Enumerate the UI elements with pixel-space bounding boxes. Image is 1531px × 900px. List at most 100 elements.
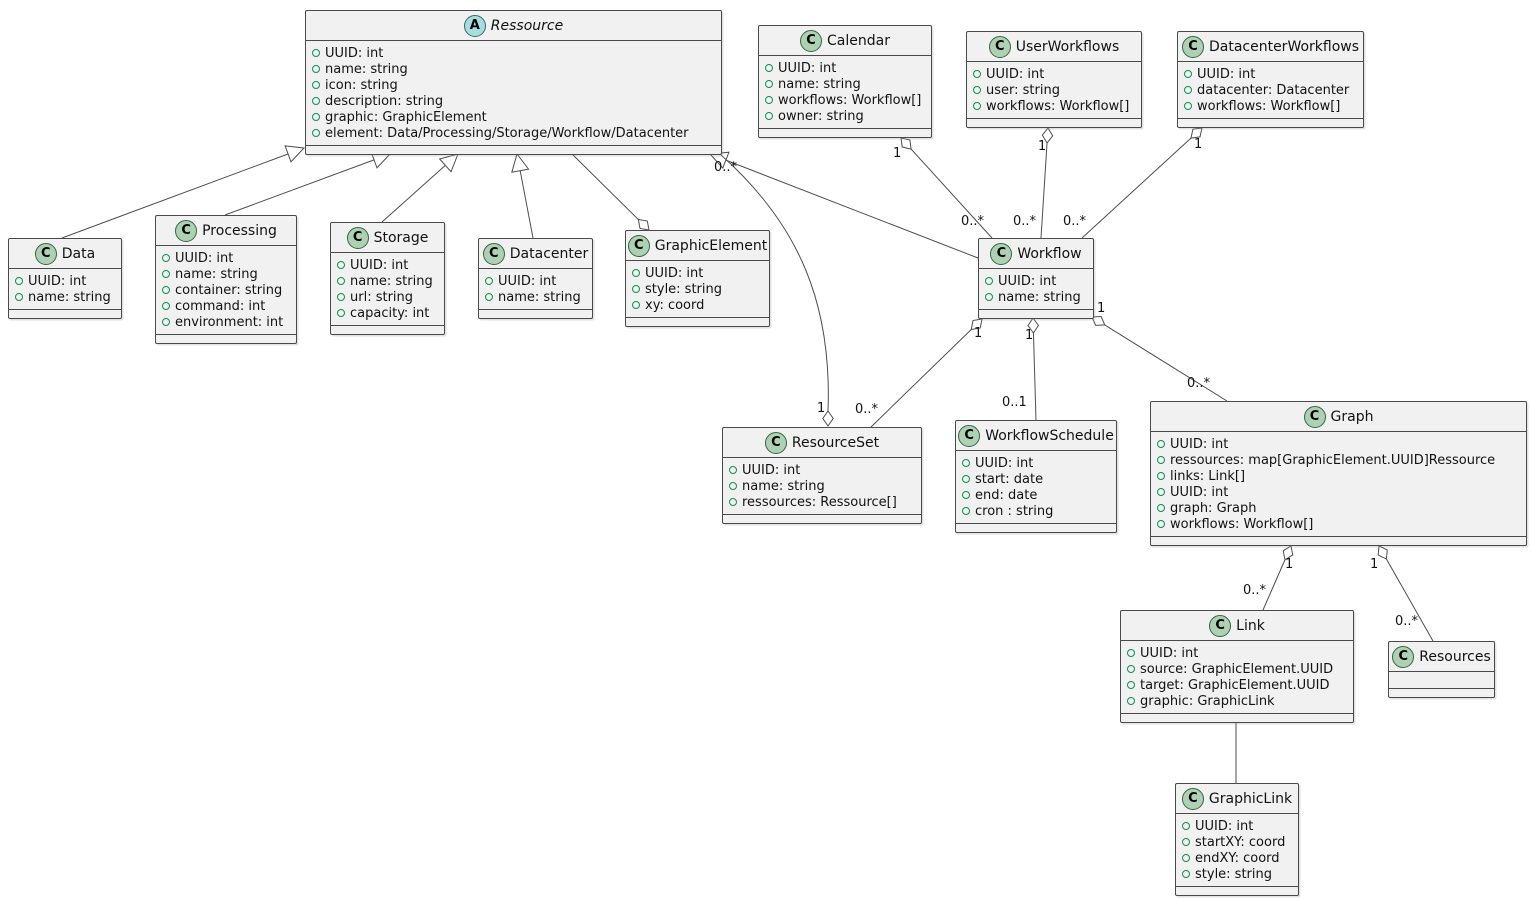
attribute-row: container: string <box>162 282 288 298</box>
attribute-text: name: string <box>742 478 825 494</box>
field-visibility-icon <box>1127 681 1135 689</box>
aggregation-diamond-graph-resources <box>1377 545 1388 560</box>
attribute-text: capacity: int <box>350 305 430 321</box>
field-visibility-icon <box>1127 665 1135 673</box>
aggregation-diamond-calendar-workflow <box>900 137 912 150</box>
class-icon: C <box>346 226 369 249</box>
class-name: ResourceSet <box>791 434 880 451</box>
field-visibility-icon <box>312 113 320 121</box>
methods-compartment <box>759 129 931 137</box>
field-visibility-icon <box>962 459 970 467</box>
field-visibility-icon <box>1184 86 1192 94</box>
field-visibility-icon <box>632 269 640 277</box>
class-name: UserWorkflows <box>1015 38 1120 55</box>
attribute-row: UUID: int <box>312 45 713 61</box>
attribute-text: command: int <box>175 298 266 314</box>
attribute-row: start: date <box>962 471 1108 487</box>
attribute-row: workflows: Workflow[] <box>1184 98 1355 114</box>
attribute-text: graphic: GraphicLink <box>1140 693 1275 709</box>
attribute-text: url: string <box>350 289 414 305</box>
aggregation-diamond-userworkflows-workflow <box>1041 127 1054 144</box>
attribute-row: capacity: int <box>337 305 436 321</box>
attribute-text: UUID: int <box>175 250 234 266</box>
attribute-text: icon: string <box>325 77 398 93</box>
attribute-text: UUID: int <box>1170 436 1229 452</box>
field-visibility-icon <box>1127 697 1135 705</box>
multiplicity-label: 1 <box>1097 301 1106 316</box>
attribute-text: name: string <box>998 289 1081 305</box>
field-visibility-icon <box>729 466 737 474</box>
attribute-row: element: Data/Processing/Storage/Workflo… <box>312 125 713 141</box>
generalization-arrow-storage-extends-ressource <box>438 153 459 173</box>
attribute-row: UUID: int <box>973 66 1133 82</box>
edge-processing-extends-ressource <box>224 159 375 216</box>
methods-compartment <box>9 310 121 318</box>
attribute-text: workflows: Workflow[] <box>1170 516 1314 532</box>
class-icon: C <box>1181 35 1204 58</box>
attribute-row: icon: string <box>312 77 713 93</box>
attribute-row: name: string <box>485 289 584 305</box>
attribute-text: name: string <box>778 76 861 92</box>
attribute-text: UUID: int <box>1140 645 1199 661</box>
class-icon: C <box>988 35 1011 58</box>
field-visibility-icon <box>1184 70 1192 78</box>
attribute-row: datacenter: Datacenter <box>1184 82 1355 98</box>
attribute-text: UUID: int <box>498 273 557 289</box>
attribute-text: UUID: int <box>1195 818 1254 834</box>
class-name: Workflow <box>1017 245 1082 262</box>
field-visibility-icon <box>337 309 345 317</box>
attribute-row: owner: string <box>765 108 923 124</box>
attribute-text: source: GraphicElement.UUID <box>1140 661 1334 677</box>
field-visibility-icon <box>162 270 170 278</box>
field-visibility-icon <box>312 65 320 73</box>
class-icon: C <box>175 219 198 242</box>
attribute-row: cron : string <box>962 503 1108 519</box>
field-visibility-icon <box>162 302 170 310</box>
attribute-row: source: GraphicElement.UUID <box>1127 661 1345 677</box>
field-visibility-icon <box>962 507 970 515</box>
class-name: GraphicElement <box>654 237 768 254</box>
aggregation-diamond-workflow-workflowschedule <box>1027 317 1040 334</box>
attribute-text: style: string <box>645 281 723 297</box>
class-icon: C <box>1392 645 1415 668</box>
attribute-text: UUID: int <box>28 273 87 289</box>
field-visibility-icon <box>1184 102 1192 110</box>
multiplicity-label: 0..* <box>1063 214 1087 229</box>
field-visibility-icon <box>485 277 493 285</box>
class-icon: C <box>1181 787 1204 810</box>
attribute-row: user: string <box>973 82 1133 98</box>
attribute-row: UUID: int <box>1184 66 1355 82</box>
multiplicity-label: 1 <box>893 146 902 161</box>
field-visibility-icon <box>312 129 320 137</box>
attribute-text: name: string <box>350 273 433 289</box>
attribute-text: UUID: int <box>778 60 837 76</box>
attribute-row: UUID: int <box>985 273 1085 289</box>
class-icon: C <box>990 242 1013 265</box>
attribute-row: style: string <box>1182 866 1290 882</box>
attribute-row: workflows: Workflow[] <box>765 92 923 108</box>
field-visibility-icon <box>1157 504 1165 512</box>
class-name: Storage <box>373 229 429 246</box>
attribute-text: workflows: Workflow[] <box>778 92 922 108</box>
attribute-text: graph: Graph <box>1170 500 1257 516</box>
field-visibility-icon <box>973 70 981 78</box>
field-visibility-icon <box>337 293 345 301</box>
attribute-row: target: GraphicElement.UUID <box>1127 677 1345 693</box>
field-visibility-icon <box>15 293 23 301</box>
